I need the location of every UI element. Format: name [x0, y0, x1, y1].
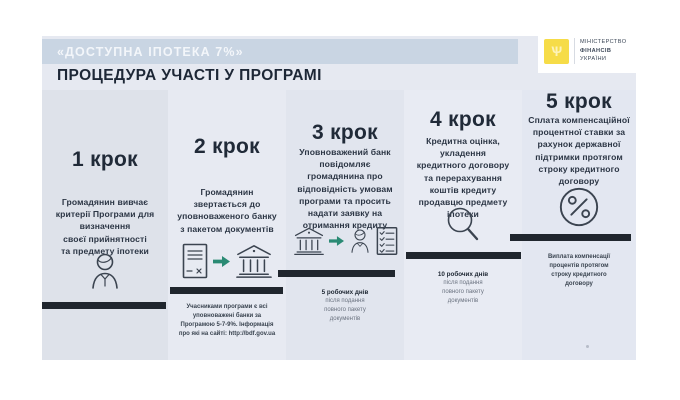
step-3-description: Уповноважений банк повідомляє громадянин… — [297, 147, 393, 231]
arrow-icon — [212, 255, 230, 267]
step-4-note-text: після подання повного пакету документів — [442, 280, 484, 305]
step-5-description: Сплата компенсаційної процентної ставки … — [528, 115, 630, 187]
person-icon — [348, 226, 372, 256]
step-1-description: Громадянин вивчає критерії Програми для … — [55, 197, 155, 256]
step-1-title: 1 крок — [72, 148, 138, 171]
step-2-icons — [168, 243, 286, 279]
step-4-note-lead: 10 робочих днів — [437, 271, 489, 278]
step-4-title: 4 крок — [430, 108, 496, 131]
minfin-logo: Ѱ МІНІСТЕРСТВО ФІНАНСІВ УКРАЇНИ — [538, 29, 650, 73]
step-4-timeline-bar — [406, 252, 521, 259]
step-3-note: 5 робочих днів після подання повного паке… — [289, 279, 401, 324]
magnifier-icon — [443, 204, 483, 246]
step-1-timeline-bar — [42, 302, 166, 309]
step-2-description: Громадянин звертається до уповноваженого… — [177, 187, 277, 234]
column-band-2 — [168, 90, 286, 360]
ministry-name-line3: УКРАЇНИ — [580, 56, 607, 63]
trident-icon: Ѱ — [544, 38, 569, 64]
step-3-icons — [286, 226, 404, 256]
step-2-note-text: Учасниками програми є всі уповноважені б… — [178, 304, 276, 337]
column-band-4 — [404, 90, 522, 360]
step-4-description: Кредитна оцінка, укладення кредитного до… — [416, 136, 510, 220]
slide: «ДОСТУПНА ІПОТЕКА 7%» ПРОЦЕДУРА УЧАСТІ У… — [42, 36, 636, 360]
ministry-name-line1: МІНІСТЕРСТВО — [580, 39, 627, 46]
step-3-timeline-bar — [278, 270, 395, 277]
slide-number-dot — [586, 345, 589, 348]
step-4-note: 10 робочих днів після подання повного пак… — [407, 261, 519, 306]
bank-icon — [235, 243, 273, 279]
column-band-3 — [286, 90, 404, 360]
step-5-note: Виплата компенсації процентів протягом с… — [523, 244, 635, 289]
program-banner: «ДОСТУПНА ІПОТЕКА 7%» — [42, 39, 518, 64]
document-icon — [182, 243, 208, 279]
arrow-icon — [328, 236, 344, 246]
bank-icon — [293, 226, 325, 256]
person-icon — [87, 250, 123, 292]
page-title: ПРОЦЕДУРА УЧАСТІ У ПРОГРАМІ — [57, 67, 322, 84]
step-3-note-text: після подання повного пакету документів — [324, 298, 366, 323]
checklist-icon — [376, 226, 398, 256]
step-5-title: 5 крок — [546, 90, 612, 113]
column-band-1 — [42, 90, 168, 360]
logo-divider — [574, 38, 575, 64]
percent-icon — [557, 185, 601, 229]
step-2-title: 2 крок — [194, 135, 260, 158]
step-2-timeline-bar — [170, 287, 283, 294]
step-2-note: Учасниками програми є всі уповноважені б… — [171, 294, 283, 339]
step-3-note-lead: 5 робочих днів — [321, 289, 369, 296]
step-5-timeline-bar — [510, 234, 631, 241]
program-title: «ДОСТУПНА ІПОТЕКА 7%» — [57, 44, 244, 59]
step-5-note-text: Виплата компенсації процентів протягом с… — [547, 254, 611, 287]
step-3-title: 3 крок — [312, 121, 378, 144]
ministry-name: МІНІСТЕРСТВО ФІНАНСІВ УКРАЇНИ — [580, 38, 626, 64]
ministry-name-line2: ФІНАНСІВ — [580, 47, 612, 54]
